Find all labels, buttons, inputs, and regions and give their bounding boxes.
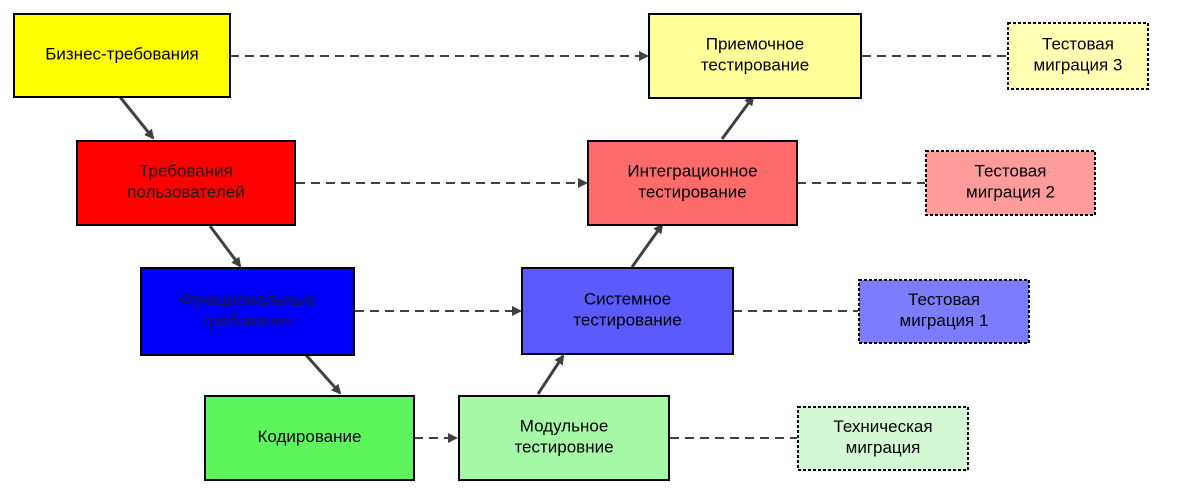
node-test-migration-1[interactable]: Тестовая миграция 1 (858, 279, 1030, 344)
edge-user-to-func (208, 225, 242, 268)
svg-text:Кодирование: Кодирование (258, 427, 362, 446)
edges-layer (118, 51, 1007, 443)
edge-system-to-integ (630, 223, 664, 268)
node-label-line: миграция 3 (1034, 56, 1123, 75)
node-label-line: требования (201, 311, 293, 330)
node-label-line: тестирование (638, 183, 746, 202)
node-user-requirements[interactable]: Требования пользователей (76, 140, 296, 226)
node-label-line: тестировние (514, 438, 613, 457)
svg-text:Бизнес-требования: Бизнес-требования (45, 45, 199, 64)
node-business-requirements[interactable]: Бизнес-требования (13, 13, 231, 98)
node-label-line: миграция 1 (900, 311, 989, 330)
edge-integ-to-accept (720, 95, 755, 140)
node-label-line: Техническая (833, 417, 932, 436)
node-integration-testing[interactable]: Интеграционное тестирование (587, 140, 798, 226)
edge-business-to-user (118, 96, 155, 140)
node-label-line: Функциональные (180, 290, 316, 309)
node-label-line: Приемочное (706, 35, 805, 54)
node-label-line: пользователей (127, 183, 244, 202)
node-label-line: Системное (584, 290, 671, 309)
node-label-line: миграция 2 (966, 183, 1055, 202)
node-test-migration-3[interactable]: Тестовая миграция 3 (1007, 22, 1149, 90)
edge-unit-to-system (536, 354, 565, 395)
node-label-line: Кодирование (258, 427, 362, 446)
edge-func-to-coding (304, 353, 342, 395)
node-acceptance-testing[interactable]: Приемочное тестирование (648, 13, 862, 99)
nodes-layer: Бизнес-требования Требования пользователе… (13, 13, 1149, 481)
node-label-line: Тестовая (975, 162, 1047, 181)
node-unit-testing[interactable]: Модульное тестировние (458, 395, 670, 481)
node-label-line: Модульное (520, 417, 609, 436)
node-functional-requirements[interactable]: Функциональные требования (140, 267, 355, 356)
node-label-line: миграция (846, 438, 921, 457)
node-label-line: тестирование (573, 311, 681, 330)
node-label-line: тестирование (701, 56, 809, 75)
node-label-line: Тестовая (1042, 35, 1114, 54)
node-label-line: Тестовая (908, 290, 980, 309)
node-label-line: Требования (139, 162, 233, 181)
node-coding[interactable]: Кодирование (204, 395, 415, 481)
node-label-line: Бизнес-требования (45, 45, 199, 64)
node-system-testing[interactable]: Системное тестирование (521, 267, 734, 355)
node-label-line: Интеграционное (627, 162, 757, 181)
node-test-migration-2[interactable]: Тестовая миграция 2 (925, 150, 1096, 216)
node-technical-migration[interactable]: Техническая миграция (797, 406, 969, 471)
